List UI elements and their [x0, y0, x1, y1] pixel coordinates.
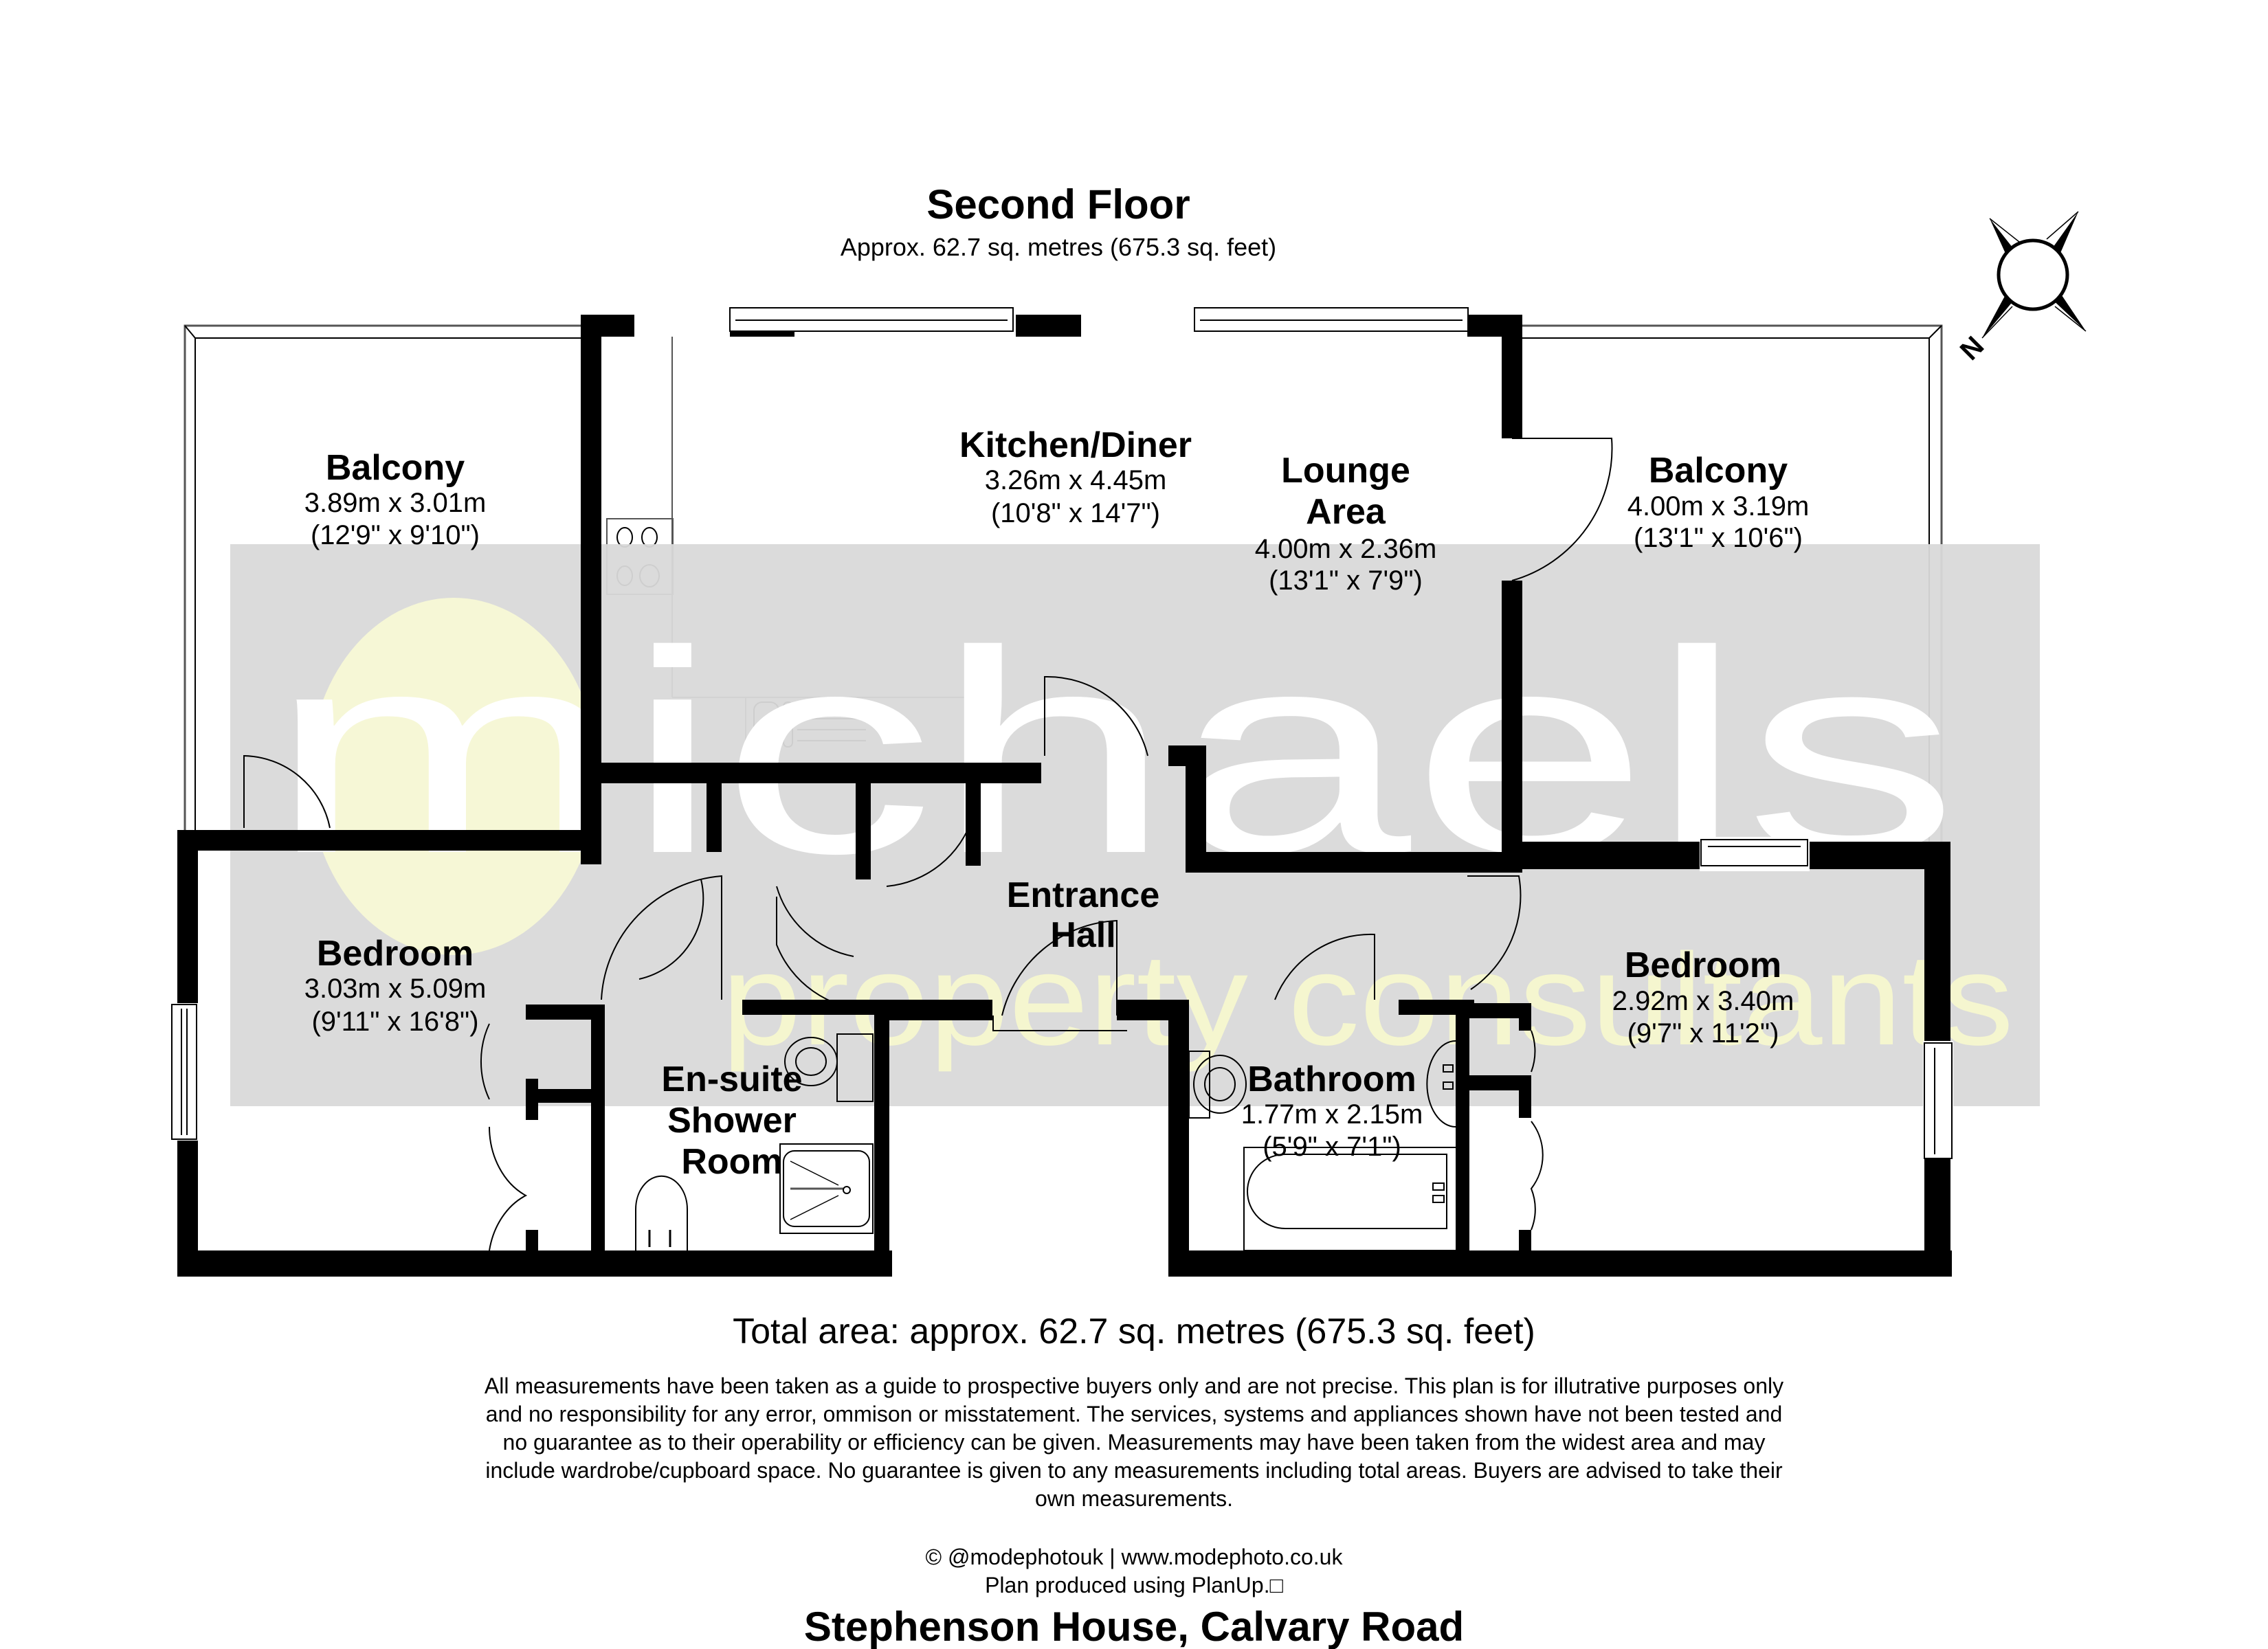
svg-text:(13'1" x 7'9"): (13'1" x 7'9")	[1269, 565, 1423, 596]
svg-text:Lounge: Lounge	[1281, 451, 1410, 491]
svg-text:and no responsibility for any: and no responsibility for any error, omm…	[486, 1402, 1783, 1426]
balcony-left-outline	[184, 324, 584, 835]
ensuite-shower-icon	[779, 1143, 874, 1234]
bathroom-toilet-icon	[1188, 1051, 1247, 1119]
room-label-bedroom-right: Bedroom 2.92m x 3.40m (9'7" x 11'2")	[1612, 945, 1794, 1048]
svg-text:3.89m x 3.01m: 3.89m x 3.01m	[304, 488, 487, 518]
svg-text:Bedroom: Bedroom	[317, 934, 474, 974]
room-label-bathroom: Bathroom 1.77m x 2.15m (5'9" x 7'1")	[1241, 1059, 1423, 1162]
floor-title: Second Floor	[926, 181, 1190, 227]
room-label-entrance-hall: Entrance Hall	[1007, 875, 1160, 955]
watermark-logo: michaels property consultants	[230, 544, 2040, 1106]
svg-text:Kitchen/Diner: Kitchen/Diner	[959, 425, 1192, 465]
room-label-lounge-area: Lounge Area 4.00m x 2.36m (13'1" x 7'9")	[1255, 451, 1437, 596]
svg-text:4.00m x 2.36m: 4.00m x 2.36m	[1255, 534, 1437, 564]
svg-text:1.77m x 2.15m: 1.77m x 2.15m	[1241, 1099, 1423, 1130]
total-area: Total area: approx. 62.7 sq. metres (675…	[733, 1312, 1535, 1351]
svg-text:(9'11" x 16'8"): (9'11" x 16'8")	[311, 1007, 478, 1037]
svg-text:2.92m x 3.40m: 2.92m x 3.40m	[1612, 986, 1794, 1016]
svg-text:(9'7" x 11'2"): (9'7" x 11'2")	[1627, 1018, 1779, 1048]
room-label-balcony-right: Balcony 4.00m x 3.19m (13'1" x 10'6")	[1627, 451, 1810, 553]
disclaimer: All measurements have been taken as a gu…	[485, 1373, 1783, 1511]
svg-text:no guarantee as to their opera: no guarantee as to their operability or …	[503, 1430, 1766, 1455]
svg-text:Entrance: Entrance	[1007, 875, 1160, 915]
svg-text:(10'8" x 14'7"): (10'8" x 14'7")	[991, 498, 1160, 528]
svg-text:3.26m x 4.45m: 3.26m x 4.45m	[985, 465, 1167, 495]
room-label-en-suite: En-suite Shower Room	[661, 1059, 802, 1182]
property-address: Stephenson House, Calvary Road	[804, 1604, 1464, 1649]
svg-text:Balcony: Balcony	[326, 448, 465, 488]
svg-text:Bathroom: Bathroom	[1247, 1059, 1416, 1099]
svg-text:Area: Area	[1306, 492, 1386, 532]
svg-text:include wardrobe/cupboard spac: include wardrobe/cupboard space. No guar…	[485, 1458, 1783, 1483]
walls	[171, 307, 1953, 1277]
room-label-bedroom-left: Bedroom 3.03m x 5.09m (9'11" x 16'8")	[304, 934, 487, 1037]
svg-text:(12'9" x 9'10"): (12'9" x 9'10")	[311, 520, 480, 550]
planup-credit: Plan produced using PlanUp.□	[985, 1573, 1284, 1597]
svg-text:Hall: Hall	[1050, 915, 1115, 955]
ensuite-basin-icon	[635, 1175, 688, 1250]
svg-text:(13'1" x 10'6"): (13'1" x 10'6")	[1634, 523, 1803, 553]
svg-text:Balcony: Balcony	[1649, 451, 1788, 491]
room-label-kitchen-diner: Kitchen/Diner 3.26m x 4.45m (10'8" x 14'…	[959, 425, 1192, 528]
ensuite-toilet-icon	[784, 1033, 874, 1102]
room-label-balcony-left: Balcony 3.89m x 3.01m (12'9" x 9'10")	[304, 448, 487, 550]
credit-line: © @modephotouk | www.modephoto.co.uk	[926, 1545, 1344, 1569]
floor-subtitle: Approx. 62.7 sq. metres (675.3 sq. feet)	[841, 233, 1276, 261]
bathroom-basin-icon	[1426, 1040, 1456, 1128]
bathtub-icon	[1243, 1147, 1458, 1251]
svg-text:All measurements have been tak: All measurements have been taken as a gu…	[485, 1373, 1783, 1398]
svg-text:(5'9" x 7'1"): (5'9" x 7'1")	[1263, 1132, 1401, 1162]
svg-text:Shower: Shower	[667, 1101, 797, 1141]
svg-text:4.00m x 3.19m: 4.00m x 3.19m	[1627, 491, 1810, 521]
svg-text:own measurements.: own measurements.	[1035, 1486, 1233, 1511]
svg-text:3.03m x 5.09m: 3.03m x 5.09m	[304, 974, 487, 1004]
svg-text:Bedroom: Bedroom	[1625, 945, 1781, 985]
doors	[243, 438, 1613, 1251]
svg-text:En-suite: En-suite	[661, 1059, 802, 1099]
compass-rose-icon: N	[1955, 211, 2087, 366]
svg-text:Room: Room	[681, 1142, 782, 1182]
